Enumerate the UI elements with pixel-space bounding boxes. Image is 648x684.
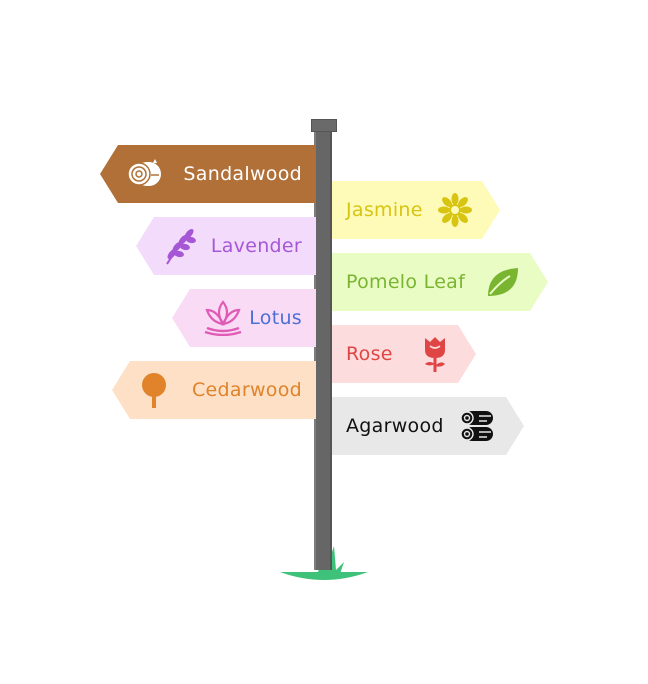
sign-label-agarwood: Agarwood	[346, 415, 444, 437]
flower-icon	[435, 190, 475, 230]
sign-lotus: Lotus	[172, 289, 316, 347]
sign-label-sandalwood: Sandalwood	[183, 163, 302, 185]
sign-pomelo-leaf: Pomelo Leaf	[332, 253, 548, 311]
sign-lavender: Lavender	[136, 217, 316, 275]
log-icon	[125, 154, 165, 194]
sign-rose: Rose	[332, 325, 476, 383]
signpost-pole	[314, 128, 332, 570]
sign-label-lotus: Lotus	[249, 307, 302, 329]
tree-icon	[134, 370, 174, 410]
sign-label-rose: Rose	[346, 343, 393, 365]
sign-sandalwood: Sandalwood	[100, 145, 316, 203]
sign-label-pomelo-leaf: Pomelo Leaf	[346, 271, 466, 293]
logs-icon	[458, 406, 498, 446]
leaf-icon	[483, 262, 523, 302]
sign-jasmine: Jasmine	[332, 181, 500, 239]
rose-icon	[415, 334, 455, 374]
pole-cap	[311, 119, 337, 132]
sign-agarwood: Agarwood	[332, 397, 524, 455]
sign-cedarwood: Cedarwood	[112, 361, 316, 419]
sign-label-lavender: Lavender	[210, 235, 302, 257]
sign-label-jasmine: Jasmine	[346, 199, 423, 221]
sign-label-cedarwood: Cedarwood	[191, 379, 302, 401]
lavender-icon	[159, 226, 199, 266]
lotus-icon	[203, 298, 243, 338]
